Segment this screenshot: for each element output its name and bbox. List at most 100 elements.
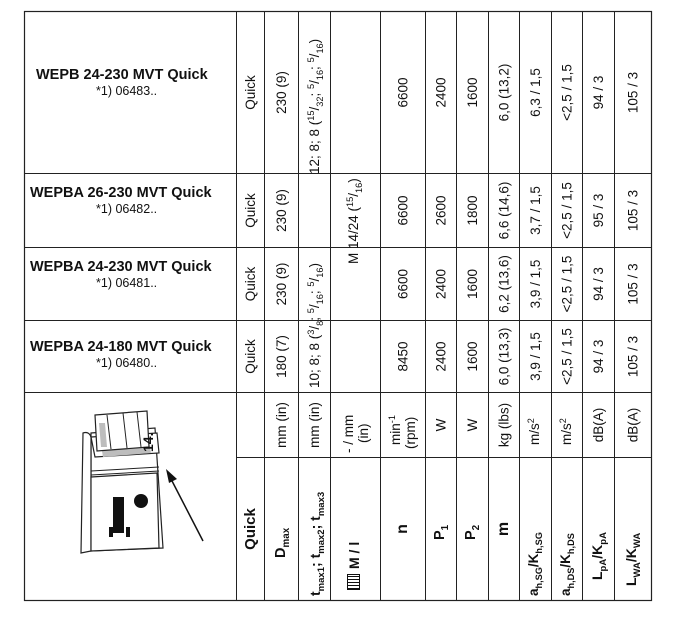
value-m-2: 6,6 (14,6) (496, 181, 512, 240)
param-n: n (394, 524, 411, 534)
arrow-icon (166, 469, 204, 542)
value-tmax-top: 12; 8; 8 (15/32; 5/16; 5/16) (299, 12, 330, 247)
value-lpa-4: 94 / 3 (590, 339, 606, 374)
param-thread: M / l (331, 458, 380, 600)
value-lpa-2-cell: 95 / 3 (583, 174, 614, 247)
value-ahsg-3-cell: 3,9 / 1,5 (520, 248, 551, 320)
product-1-code: *1) 06483.. (96, 84, 158, 98)
param-lwa-label: LWA/KWA (623, 532, 643, 586)
unit-ahds-text: m/s2 (557, 418, 575, 445)
value-m-3: 6,2 (13,6) (496, 255, 512, 313)
param-p1: P1 (426, 458, 456, 600)
value-p2-3: 1600 (464, 268, 480, 300)
value-m-2-cell: 6,6 (14,6) (489, 174, 519, 247)
unit-lwa-cell: dB(A) (615, 393, 651, 457)
value-ahds-4: <2,5 / 1,5 (559, 328, 575, 385)
param-lpa: LpA/KpA (583, 458, 614, 600)
value-m-1: 6,0 (13,2) (496, 63, 512, 122)
param-ahds-label: ah,DS/Kh,DS (558, 533, 576, 596)
unit-p2-cell: W (457, 393, 488, 457)
unit-dmax: mm (in) (273, 402, 289, 448)
manual-page-ref: 14. (138, 398, 160, 470)
value-ahds-3: <2,5 / 1,5 (559, 255, 575, 313)
unit-n-line2: (rpm) (403, 416, 418, 449)
value-dmax-2-cell: 230 (9) (265, 174, 298, 247)
value-ahsg-4: 3,9 / 1,5 (527, 332, 543, 381)
unit-n-line1: min-1 (386, 415, 404, 445)
value-dmax-1-cell: 230 (9) (265, 12, 298, 173)
unit-m-cell: kg (lbs) (489, 393, 519, 457)
value-lpa-3-cell: 94 / 3 (583, 248, 614, 320)
value-p1-2: 2600 (433, 195, 449, 226)
value-ahsg-4-cell: 3,9 / 1,5 (520, 321, 551, 392)
param-ahsg-label: ah,SG/Kh,SG (526, 532, 544, 596)
value-quick-3: Quick (242, 266, 258, 302)
value-ahds-3-cell: <2,5 / 1,5 (552, 248, 582, 320)
unit-p1: W (433, 418, 449, 432)
unit-tmax: mm (in) (306, 402, 322, 448)
value-m-1-cell: 6,0 (13,2) (489, 12, 519, 173)
value-n-3-cell: 6600 (381, 248, 425, 320)
unit-ahds: m/s2 (552, 393, 582, 457)
value-dmax-2: 230 (9) (273, 189, 289, 232)
value-lwa-4: 105 / 3 (625, 335, 641, 378)
value-p2-2: 1800 (464, 195, 480, 226)
value-p2-2-cell: 1800 (457, 174, 488, 247)
unit-ahsg: m/s2 (520, 393, 551, 457)
param-p2: P2 (457, 458, 488, 600)
value-p1-3-cell: 2400 (426, 248, 456, 320)
param-lpa-label: LpA/KpA (589, 532, 609, 580)
param-p2-label: P2 (463, 524, 482, 540)
unit-p2: W (464, 418, 480, 432)
value-ahsg-1: 6,3 / 1,5 (527, 68, 543, 117)
value-quick-2: Quick (242, 193, 258, 228)
value-lwa-1: 105 / 3 (625, 71, 641, 114)
product-2-code: *1) 06482.. (96, 202, 158, 216)
product-4-name: WEPBA 24-180 MVT Quick (30, 339, 212, 355)
product-2-name: WEPBA 26-230 MVT Quick (30, 185, 212, 201)
value-p1-2-cell: 2600 (426, 174, 456, 247)
value-lwa-3-cell: 105 / 3 (615, 248, 651, 320)
value-thread-text: M 14/24 (15/16) (344, 178, 364, 264)
value-quick-1: Quick (242, 75, 258, 110)
value-lwa-3: 105 / 3 (625, 263, 641, 305)
value-m-4: 6,0 (13,3) (496, 327, 512, 386)
value-n-1: 6600 (395, 77, 411, 108)
unit-p1-cell: W (426, 393, 456, 457)
value-p2-4: 1600 (464, 341, 480, 372)
param-tmax-label: tmax1; tmax2; tmax3 (307, 491, 327, 596)
param-ahds: ah,DS/Kh,DS (552, 458, 582, 600)
product-3-name: WEPBA 24-230 MVT Quick (30, 259, 212, 275)
value-ahsg-1-cell: 6,3 / 1,5 (520, 12, 551, 173)
value-p2-4-cell: 1600 (457, 321, 488, 392)
value-lwa-4-cell: 105 / 3 (615, 321, 651, 392)
value-tmax-top-text: 12; 8; 8 (15/32; 5/16; 5/16) (305, 38, 325, 174)
value-p2-3-cell: 1600 (457, 248, 488, 320)
manual-page-number: 14. (140, 432, 156, 452)
unit-ahsg-text: m/s2 (525, 418, 543, 445)
value-n-2-cell: 6600 (381, 174, 425, 247)
value-lwa-1-cell: 105 / 3 (615, 12, 651, 173)
unit-tmax-cell: mm (in) (299, 393, 330, 457)
value-tmax-bottom-text: 10; 8; 8 (3/8; 5/16; 5/16) (305, 263, 325, 388)
value-tmax-bottom: 10; 8; 8 (3/8; 5/16; 5/16) (265, 248, 330, 392)
unit-lpa: dB(A) (590, 407, 606, 443)
param-n-cell: n (381, 458, 425, 600)
value-n-2: 6600 (395, 195, 411, 226)
product-3-code: *1) 06481.. (96, 276, 158, 290)
unit-lwa: dB(A) (625, 407, 641, 443)
value-p2-1-cell: 1600 (457, 12, 488, 173)
unit-lpa-cell: dB(A) (583, 393, 614, 457)
unit-thread-line2: (in) (356, 423, 371, 444)
param-dmax: Dmax (265, 458, 298, 600)
value-lpa-1: 94 / 3 (590, 75, 606, 110)
param-m: m (495, 521, 512, 537)
value-lpa-3: 94 / 3 (590, 267, 606, 301)
param-m-cell: m (489, 458, 519, 600)
value-n-4-cell: 8450 (381, 321, 425, 392)
value-p1-1-cell: 2400 (426, 12, 456, 173)
unit-thread: - / mm (in) (331, 393, 380, 457)
value-p1-4-cell: 2400 (426, 321, 456, 392)
